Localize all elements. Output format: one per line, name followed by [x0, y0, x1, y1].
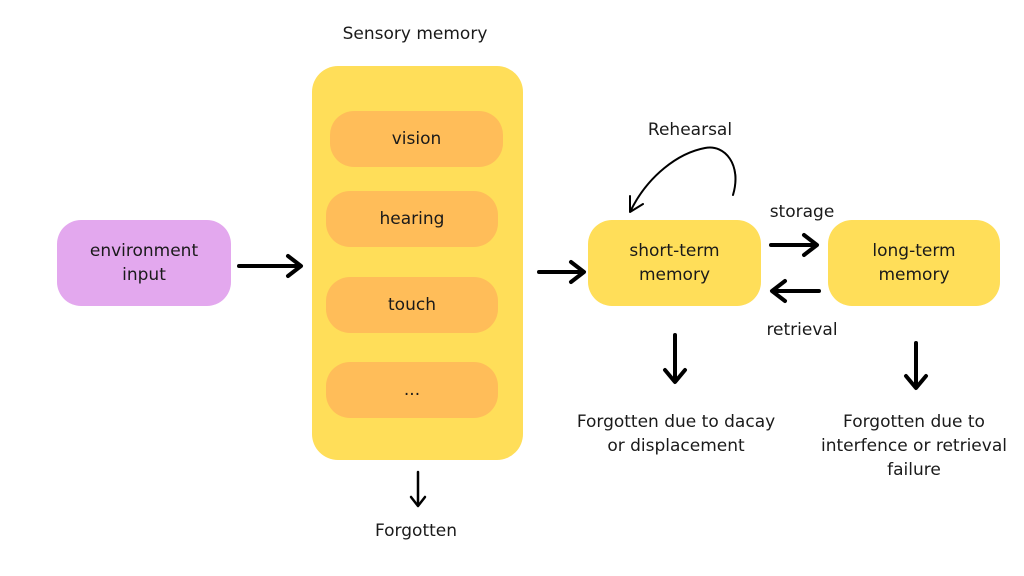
retrieval-label: retrieval [766, 320, 838, 340]
short-term-line2: memory [638, 265, 710, 285]
storage-label: storage [769, 202, 835, 222]
short-term-forgotten-line2: or displacement [607, 436, 745, 456]
rehearsal-label: Rehearsal [647, 120, 733, 140]
arrow-short-term-forgotten [663, 333, 687, 384]
arrow-env-to-sensory [237, 254, 303, 278]
sensory-item-more: ... [326, 362, 498, 418]
arrow-sensory-to-short-term [537, 260, 586, 284]
short-term-line1: short-term [629, 241, 720, 261]
long-term-line1: long-term [872, 241, 956, 261]
long-term-memory-box: long-term memory [828, 220, 1000, 306]
environment-input-line1: environment [89, 241, 199, 261]
arrow-sensory-forgotten [409, 470, 427, 508]
sensory-forgotten-label: Forgotten [374, 521, 458, 541]
long-term-forgotten-line3: failure [887, 460, 941, 480]
environment-input-line2: input [122, 265, 166, 285]
short-term-forgotten-text: Forgotten due to dacay or displacement [556, 410, 796, 458]
arrow-rehearsal-loop [629, 146, 737, 213]
long-term-line2: memory [878, 265, 950, 285]
short-term-forgotten-line1: Forgotten due to dacay [576, 412, 776, 432]
sensory-item-touch: touch [326, 277, 498, 333]
arrow-retrieval [770, 279, 821, 303]
environment-input-box: environment input [57, 220, 231, 306]
sensory-item-vision: vision [330, 111, 503, 167]
sensory-memory-title: Sensory memory [342, 24, 488, 44]
long-term-forgotten-line2: interfence or retrieval [821, 436, 1007, 456]
long-term-forgotten-line1: Forgotten due to [843, 412, 985, 432]
arrow-storage [769, 233, 819, 257]
arrow-long-term-forgotten [904, 341, 928, 390]
sensory-item-hearing: hearing [326, 191, 498, 247]
short-term-memory-box: short-term memory [588, 220, 761, 306]
long-term-forgotten-text: Forgotten due to interfence or retrieval… [806, 410, 1022, 482]
